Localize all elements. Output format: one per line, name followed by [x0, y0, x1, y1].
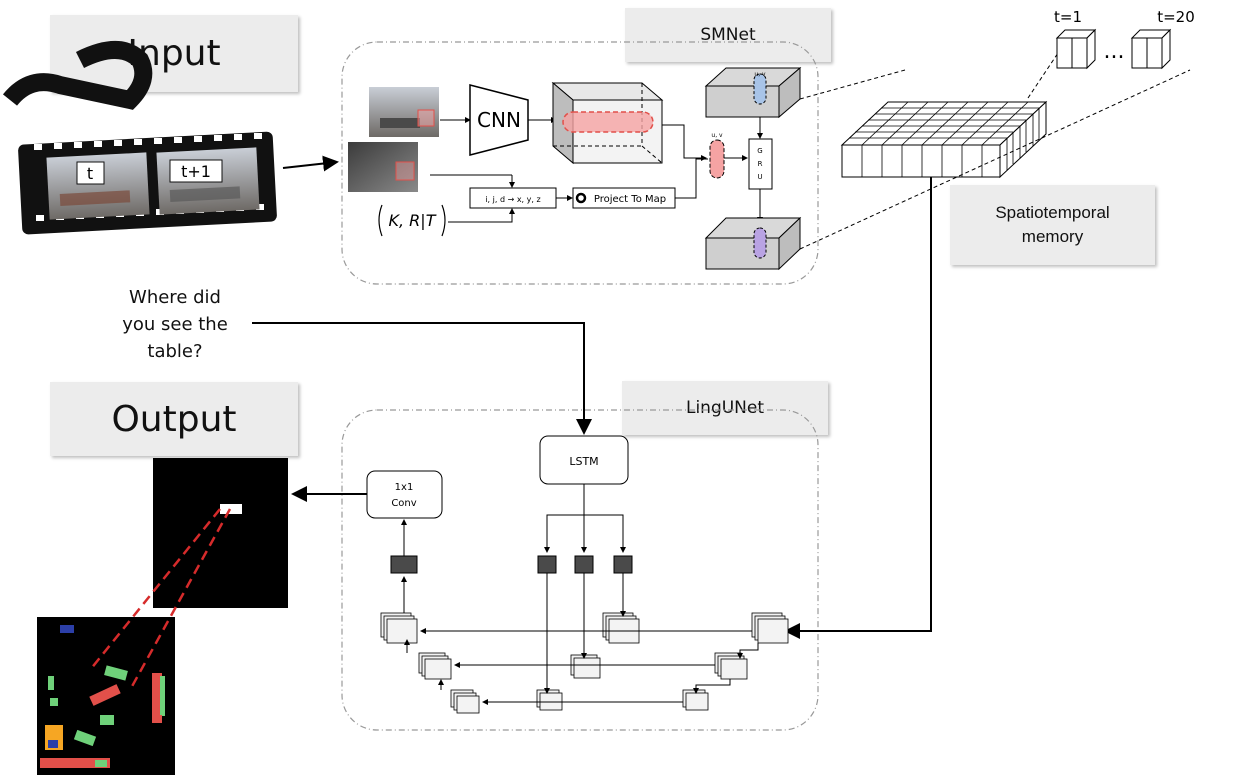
depth-patch-highlight: [395, 161, 415, 181]
text-kernel-1: [537, 555, 557, 574]
lingunet-header: LingUNet: [622, 381, 828, 435]
uv-label-top: u, v: [754, 71, 766, 78]
feature-cube: [551, 81, 664, 165]
memory-label-line2: memory: [1021, 227, 1084, 246]
frame-t1-label-box: [169, 159, 223, 183]
conv1x1-block: [366, 470, 443, 519]
backproject-label: i, j, d → x, y, z: [485, 195, 540, 204]
time-column-t1: [1055, 28, 1097, 70]
camera-params-label: K, R|T: [389, 211, 437, 230]
gru-r: R: [758, 160, 763, 168]
time-label-t20: t=20: [1157, 8, 1195, 26]
question-line1: Where did: [129, 287, 221, 308]
feature-tube: [562, 111, 654, 133]
output-predicted-cell: [220, 504, 242, 514]
film-perforations-top: [34, 133, 262, 150]
cnn-block: [469, 84, 529, 156]
memory-to-lingunet-arrow: [784, 177, 932, 639]
conv-label-line1: 1x1: [395, 482, 414, 493]
lingunet-boundary: [341, 409, 819, 731]
smnet-boundary: [341, 41, 819, 285]
semantic-map-objects: [40, 625, 165, 768]
spatiotemporal-memory-grid: [840, 100, 1048, 179]
text-kernel-2: [574, 555, 594, 574]
question-text: Where did you see the table?: [100, 284, 250, 365]
question-line3: table?: [147, 341, 203, 362]
smnet-header: SMNet: [625, 8, 831, 62]
film-strip: t t+1: [2, 41, 277, 235]
depth-image-thumbnail: [348, 142, 418, 192]
spatiotemporal-memory-header: Spatiotemporal memory: [950, 185, 1155, 265]
frame-t-label-box: [76, 161, 105, 185]
project-to-map-label: Project To Map: [594, 194, 666, 205]
frame-t1-label: t+1: [181, 162, 211, 181]
time-label-t1: t=1: [1054, 8, 1082, 26]
unet-feature-stacks: [380, 612, 789, 714]
output-header: Output: [50, 382, 298, 456]
gru-u: U: [757, 173, 762, 181]
frame-t-label: t: [87, 164, 93, 183]
lingunet-header-label: LingUNet: [685, 398, 765, 418]
memory-label-line1: Spatiotemporal: [995, 203, 1110, 222]
output-kernel: [390, 555, 418, 574]
text-kernel-3: [613, 555, 633, 574]
output-header-label: Output: [111, 398, 237, 440]
question-to-lstm-arrow: [252, 322, 592, 435]
output-heatmap: [153, 458, 288, 608]
cnn-label: CNN: [477, 108, 521, 132]
film-to-smnet-arrow: [282, 155, 339, 172]
lstm-label: LSTM: [569, 455, 598, 468]
question-line2: you see the: [122, 314, 228, 335]
time-ellipsis: ...: [1104, 39, 1125, 64]
memory-slab-updated: [704, 216, 802, 271]
zoom-dashed-lines: [799, 49, 1191, 250]
uv-feature-vector: [709, 139, 725, 179]
rgb-patch-highlight: [417, 109, 435, 127]
memory-slab-previous: u, v: [704, 66, 802, 119]
uv-label-feature: u, v: [711, 132, 723, 139]
gru-g: G: [757, 147, 762, 155]
zoom-red-dashed-lines: [89, 508, 232, 691]
time-column-t20: [1130, 28, 1172, 70]
smnet-header-label: SMNet: [700, 25, 756, 45]
conv-label-line2: Conv: [391, 498, 416, 509]
